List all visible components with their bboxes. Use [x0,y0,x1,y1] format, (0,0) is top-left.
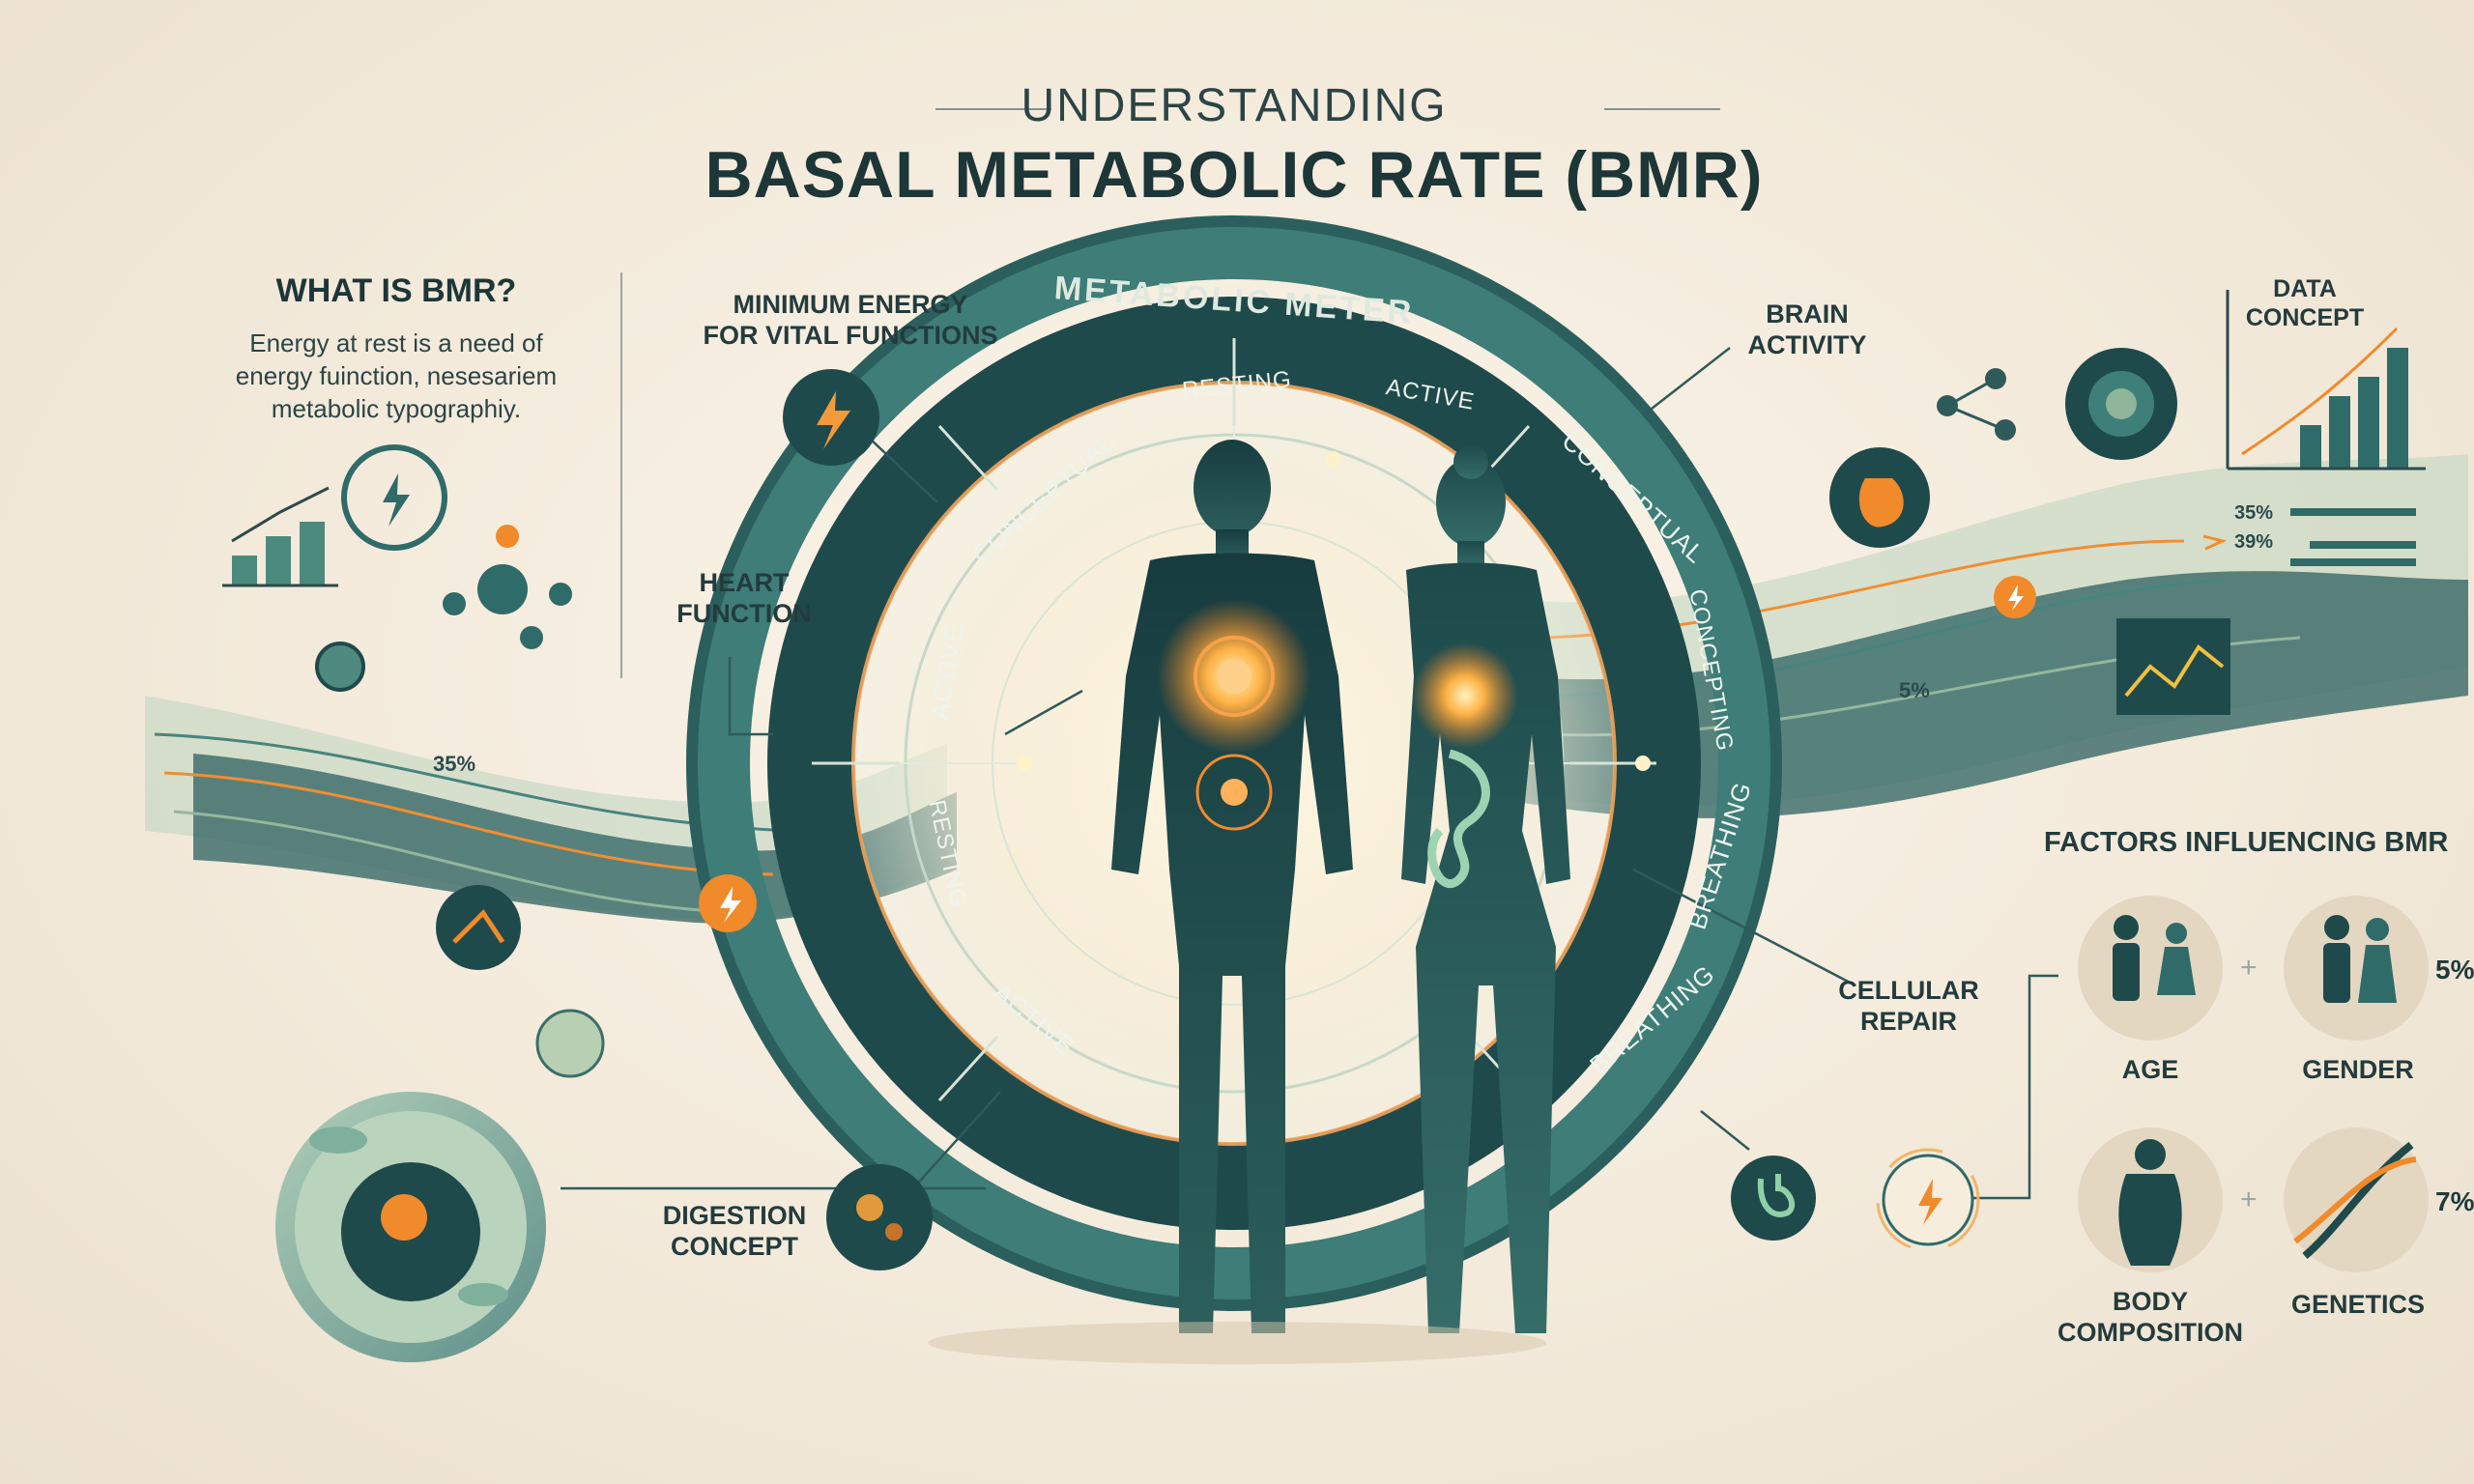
human-figures [928,440,1570,1364]
callout-digestion-line-1: DIGESTION [662,1201,807,1230]
right-decor-icons [1731,290,2426,1252]
callout-heart-function: HEART FUNCTION [633,568,855,630]
callout-brain-line-1: BRAIN [1766,300,1849,328]
left-decor-icons [222,369,933,1362]
factor-gender-percent: 5% [2435,955,2474,985]
callout-minimum-energy-line-2: FOR VITAL FUNCTIONS [703,320,998,350]
callout-cellular-repair: CELLULAR REPAIR [1798,976,2020,1038]
callout-data-line-1: DATA [2273,275,2337,302]
what-is-bmr-section: WHAT IS BMR? Energy at rest is a need of… [169,272,623,425]
what-is-line-3: metabolic typographiy. [271,393,522,423]
factor-genetics-percent: 7% [2435,1186,2474,1216]
factor-label-genetics: GENETICS [2290,1290,2426,1319]
bars-percent-a: 35% [2234,502,2274,524]
callout-minimum-energy-line-1: MINIMUM ENERGY [733,290,968,319]
right-wave-percent: 5% [1899,678,1930,702]
section-divider [620,272,622,678]
callout-data-line-2: CONCEPT [2245,303,2365,331]
left-wave-percent: 35% [433,752,476,776]
callout-heart-line-2: FUNCTION [676,598,812,628]
what-is-line-2: energy fuinction, nesesariem [235,360,558,390]
factors-heading: FACTORS INFLUENCING BMR [2044,827,2449,858]
factor-plus-top: + [2240,952,2258,984]
page-title: BASAL METABOLIC RATE (BMR) [705,138,1764,212]
callout-cellular-line-1: CELLULAR [1838,976,1979,1005]
callout-data-concept: DATA CONCEPT [2228,275,2382,332]
what-is-heading: WHAT IS BMR? [275,272,517,309]
factor-label-body-composition: BODY COMPOSITION [2057,1287,2243,1347]
factor-plus-bottom: + [2240,1184,2258,1215]
callout-brain-activity: BRAIN ACTIVITY [1711,300,1904,361]
bars-percent-b: 39% [2234,531,2274,553]
title-rule-left [935,108,1051,110]
callout-digestion-line-2: CONCEPT [670,1231,798,1261]
what-is-line-1: Energy at rest is a need of [249,328,543,357]
callout-digestion-concept: DIGESTION CONCEPT [618,1201,850,1263]
factor-label-age: AGE [2121,1055,2179,1084]
title-kicker: UNDERSTANDING [1021,80,1448,131]
title-rule-right [1604,108,1720,110]
factor-icons [2078,896,2429,1272]
factor-label-gender: GENDER [2302,1055,2414,1084]
callout-cellular-line-2: REPAIR [1859,1006,1957,1036]
callout-minimum-energy: MINIMUM ENERGY FOR VITAL FUNCTIONS [667,290,1034,352]
callout-heart-line-1: HEART [699,568,790,597]
callout-brain-line-2: ACTIVITY [1747,329,1867,359]
